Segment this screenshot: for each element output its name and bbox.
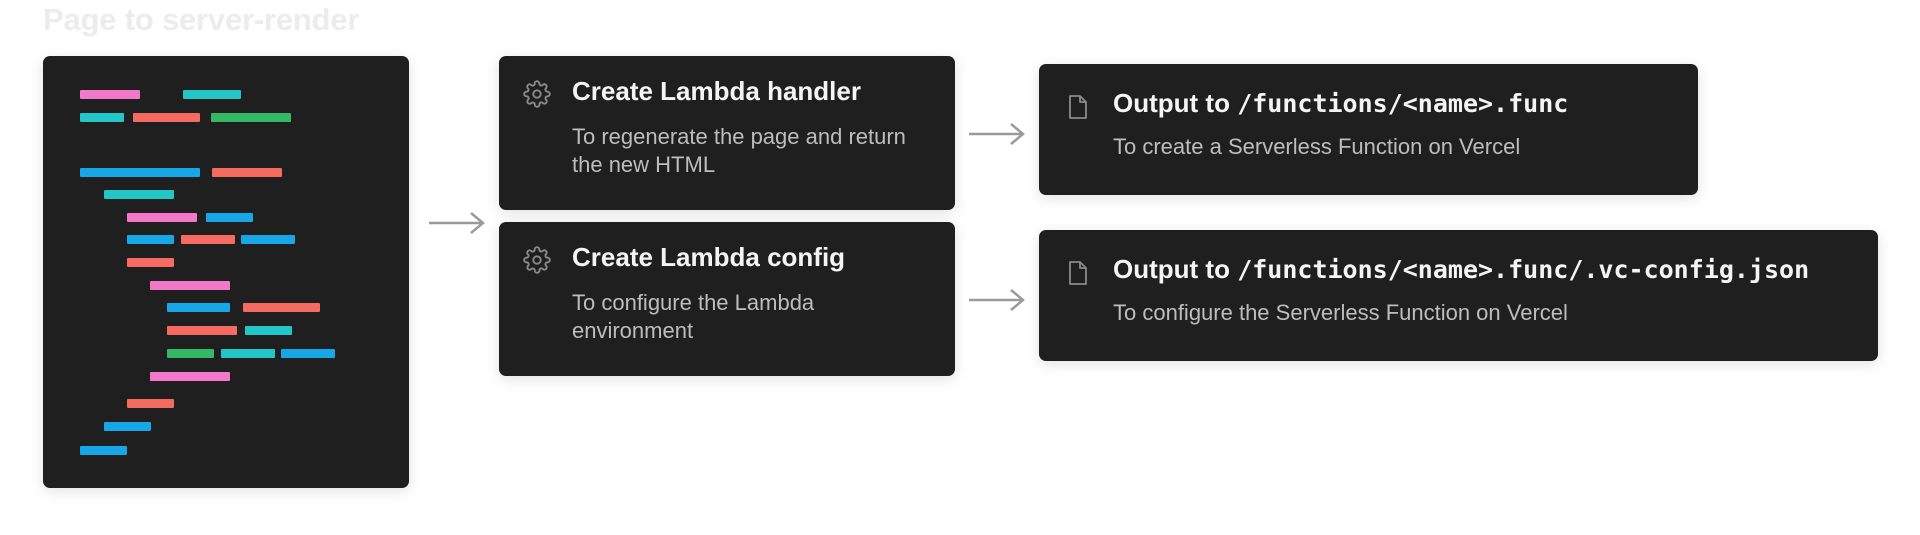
code-line [245,326,292,335]
code-line [150,281,230,290]
code-line [167,349,214,358]
code-line [127,399,174,408]
arrow-right-icon [969,289,1025,311]
code-line [243,303,320,312]
code-line [167,303,230,312]
file-icon [1069,95,1087,119]
code-line [80,446,127,455]
arrow-right-icon [429,212,485,234]
output-title-prefix: Output to [1113,88,1238,118]
code-line [80,168,200,177]
step-title: Create Lambda config [572,242,846,272]
code-line [221,349,275,358]
output-card-vc-config: Output to /functions/<name>.func/.vc-con… [1039,230,1878,361]
step-title: Create Lambda handler [572,76,861,106]
gear-icon [523,80,551,108]
step-description: To regenerate the page and return the ne… [572,124,906,177]
output-description: To create a Serverless Function on Verce… [1113,134,1521,159]
step-card-lambda-handler: Create Lambda handler To regenerate the … [499,56,955,210]
output-card-func: Output to /functions/<name>.func To crea… [1039,64,1698,195]
code-line [133,113,200,122]
output-title: Output to /functions/<name>.func/.vc-con… [1113,254,1809,285]
code-line [167,326,237,335]
code-line [183,90,241,99]
code-line [281,349,335,358]
output-title-prefix: Output to [1113,254,1238,284]
output-path: /functions/<name>.func/.vc-config.json [1237,255,1810,284]
arrow-right-icon [969,123,1025,145]
code-line [181,235,235,244]
code-line [241,235,295,244]
page-title: Page to server-render [43,2,360,37]
gear-icon [523,246,551,274]
code-line [212,168,282,177]
code-line [211,113,291,122]
code-line [104,190,174,199]
output-title: Output to /functions/<name>.func [1113,88,1568,119]
code-line [127,213,197,222]
code-line [150,372,230,381]
code-line [104,422,151,431]
code-line [206,213,253,222]
code-line [80,90,140,99]
code-line [127,258,174,267]
step-description: To configure the Lambda environment [572,290,815,343]
code-line [127,235,174,244]
output-description: To configure the Serverless Function on … [1113,300,1568,325]
step-card-lambda-config: Create Lambda config To configure the La… [499,222,955,376]
file-icon [1069,261,1087,285]
code-line [80,113,124,122]
code-illustration [43,56,409,488]
output-path: /functions/<name>.func [1237,89,1569,118]
